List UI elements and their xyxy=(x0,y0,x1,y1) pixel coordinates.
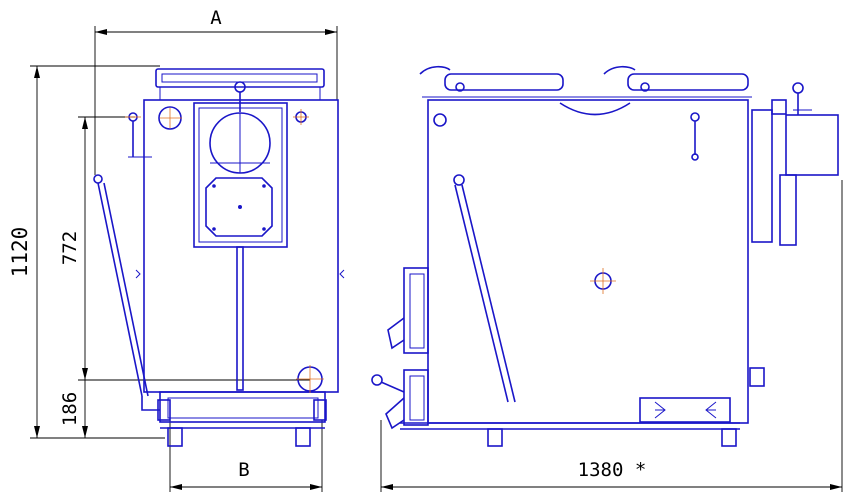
side-view xyxy=(371,65,839,447)
dim-label-a: A xyxy=(210,7,222,29)
dim-label-772: 772 xyxy=(59,231,81,265)
dim-label-1380: 1380 * xyxy=(578,459,647,481)
dim-label-1120: 1120 xyxy=(8,227,32,278)
front-view xyxy=(93,68,345,447)
dim-label-186: 186 xyxy=(59,392,81,426)
dim-label-b: B xyxy=(238,459,249,481)
